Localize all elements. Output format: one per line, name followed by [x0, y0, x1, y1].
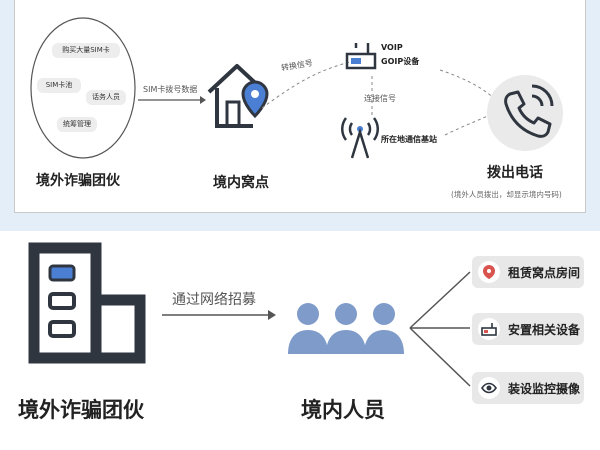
option-label: 装设监控摄像 — [508, 381, 581, 396]
building-icon — [28, 242, 146, 364]
people-label: 境内人员 — [301, 398, 385, 422]
top-gang-label: 境外诈骗团伙 — [36, 173, 120, 189]
circle-item-sim-purchase: 购买大量SIM卡 — [52, 43, 120, 58]
arrow-to-den — [138, 96, 206, 104]
den-label: 境内窝点 — [213, 175, 269, 191]
signal-dashed-lines — [261, 61, 497, 136]
base-station-label: 所在地通信基站 — [381, 135, 437, 144]
router-icon — [345, 43, 377, 70]
branch-lines — [409, 271, 471, 387]
location-pin-icon — [478, 261, 500, 283]
sim-dial-data-label: SIM卡拨号数据 — [143, 85, 198, 94]
circle-item-operators: 话务人员 — [86, 90, 126, 105]
option-install-camera: 装设监控摄像 — [472, 372, 584, 404]
option-label: 租赁窝点房间 — [508, 265, 581, 280]
option-install-equipment: 安置相关设备 — [472, 313, 584, 345]
house-icon — [207, 64, 269, 128]
goip-label: GOIP设备 — [381, 57, 420, 66]
recruit-label: 通过网络招募 — [172, 292, 256, 308]
people-icon — [288, 303, 404, 354]
recruit-arrow — [162, 310, 276, 320]
base-station-icon — [341, 117, 379, 159]
gang-circle — [30, 17, 136, 159]
circle-item-sim-pool: SIM卡池 — [37, 78, 81, 93]
call-out-label: 拨出电话 — [487, 165, 543, 181]
connect-signal-label: 连接信号 — [364, 94, 396, 103]
option-label: 安置相关设备 — [508, 322, 581, 337]
option-rent-room: 租赁窝点房间 — [472, 256, 584, 288]
phone-icon — [487, 75, 563, 151]
voip-label: VOIP — [381, 43, 403, 52]
circle-item-management: 统筹管理 — [57, 117, 97, 132]
camera-eye-icon — [478, 377, 500, 399]
bottom-gang-label: 境外诈骗团伙 — [18, 398, 144, 422]
router-device-icon — [478, 318, 500, 340]
call-note: (境外人员拨出，却显示境内号码) — [451, 190, 562, 199]
